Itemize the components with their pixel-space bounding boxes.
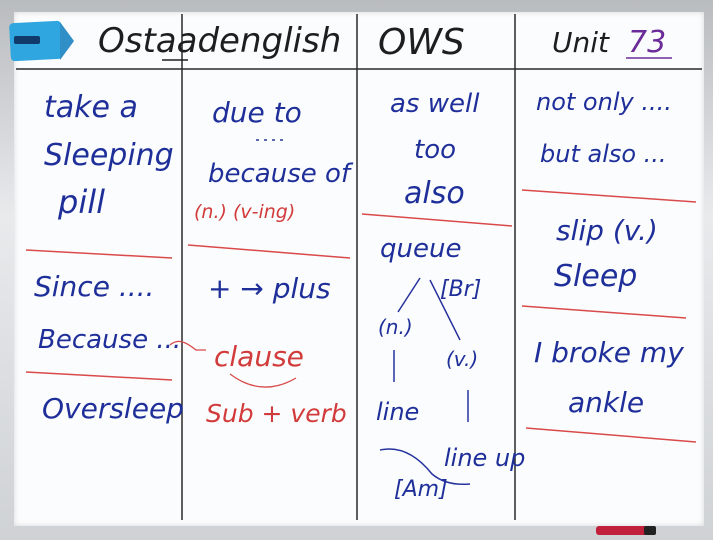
- col1-line1: take a: [44, 90, 138, 125]
- col2-line4: + → plus: [208, 272, 331, 305]
- col4-line4: Sleep: [554, 259, 637, 294]
- header-unit-number: 73: [628, 25, 666, 60]
- col3-line7: (v.): [446, 347, 478, 371]
- header-ows: OWS: [378, 22, 465, 63]
- bracket-curve: [379, 448, 471, 486]
- col3-line10: [Am]: [394, 477, 448, 502]
- col2-line2: because of: [208, 159, 354, 189]
- col4-red-divider: [525, 427, 697, 443]
- arrow-to-noun: [397, 277, 421, 313]
- col3-line6: (n.): [378, 315, 413, 339]
- col1-line5: Because ...: [38, 325, 181, 355]
- col1-line4: Since ....: [34, 270, 154, 303]
- col1-line2: Sleeping: [44, 138, 174, 173]
- col4-line3: slip (v.): [556, 214, 658, 247]
- whiteboard-surface: [14, 12, 704, 526]
- col3-line4: queue: [380, 234, 461, 264]
- marker-icon: [596, 526, 656, 535]
- col3-line5: [Br]: [440, 277, 481, 302]
- col1-red-divider: [25, 249, 173, 259]
- col1-red-divider: [25, 371, 173, 381]
- col2-line1: due to: [212, 96, 302, 129]
- col2-line3: (n.) (v-ing): [194, 201, 295, 223]
- col4-red-divider: [521, 189, 697, 203]
- col4-line2: but also ...: [540, 140, 667, 168]
- arrow-to-verb: [429, 279, 461, 341]
- col4-line6: ankle: [568, 386, 644, 419]
- clause-underline: [229, 373, 297, 388]
- eraser-icon: [9, 20, 74, 62]
- header-ostaadenglish: Ostaadenglish: [98, 21, 341, 61]
- col3-red-divider: [361, 213, 513, 227]
- col4-red-divider: [521, 305, 687, 319]
- col3-line9: line up: [444, 444, 525, 472]
- col1-line6: Oversleep: [42, 392, 184, 425]
- col4-line5: I broke my: [534, 336, 684, 369]
- arrow-to-clause: [169, 340, 206, 351]
- header-unit: Unit: [552, 26, 610, 59]
- col3-line8: line: [376, 398, 419, 426]
- col4-line1: not only ....: [536, 88, 672, 116]
- col2-red-divider: [187, 244, 351, 259]
- col1-line3: pill: [57, 183, 105, 221]
- col3-line2: too: [414, 135, 456, 165]
- col3-line3: also: [404, 176, 465, 211]
- col2-line5: clause: [214, 340, 304, 373]
- col2-line6: Sub + verb: [206, 399, 347, 428]
- col3-line1: as well: [390, 89, 480, 119]
